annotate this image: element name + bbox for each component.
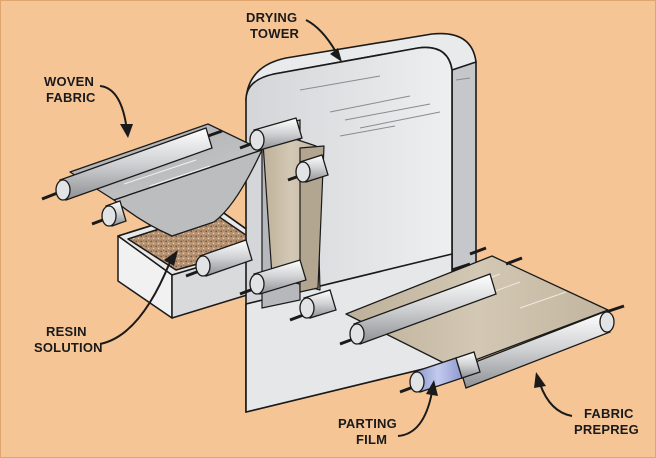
roller-tower-mid [287, 154, 329, 183]
label-parting-film-line2: FILM [356, 432, 387, 447]
label-woven-fabric-line1: WOVEN [44, 74, 94, 89]
label-drying-tower-line1: DRYING [246, 10, 297, 25]
roller-prepreg-end [459, 256, 625, 389]
resin-tank [117, 205, 271, 319]
arrowhead-parting-film [426, 380, 438, 396]
label-woven-fabric-line2: FABRIC [46, 90, 96, 105]
roller-tower-bottom-left [239, 259, 307, 296]
leader-parting-film [397, 391, 433, 437]
roller-tower-bottom-mid [289, 289, 337, 322]
tower-highlights [299, 75, 471, 137]
parting-film-roll [399, 351, 481, 394]
label-fabric-prepreg-line2: PREPREG [574, 422, 639, 437]
label-parting-film-line1: PARTING [338, 416, 397, 431]
label-parting-film: PARTING FILM [338, 416, 397, 447]
leader-fabric-prepreg [539, 383, 573, 417]
arrowhead-drying-tower [330, 48, 342, 62]
arrowhead-woven-fabric [120, 124, 133, 138]
roller-woven-feed [41, 127, 223, 201]
leader-woven-fabric [99, 85, 127, 125]
roller-prepreg-front [339, 273, 497, 346]
label-drying-tower: DRYING TOWER [246, 10, 300, 41]
label-fabric-prepreg-line1: FABRIC [584, 406, 634, 421]
label-fabric-prepreg: FABRIC PREPREG [574, 406, 639, 437]
tower-axles [451, 246, 487, 272]
roller-tower-top [239, 117, 303, 151]
arrowhead-fabric-prepreg [534, 372, 546, 388]
roller-tank-dip [185, 239, 253, 278]
label-woven-fabric: WOVEN FABRIC [44, 74, 96, 105]
leader-drying-tower [305, 19, 337, 53]
roller-tank-upper [91, 200, 127, 227]
leader-resin-solution [99, 261, 171, 345]
label-resin-solution-line2: SOLUTION [34, 340, 103, 355]
label-resin-solution-line1: RESIN [46, 324, 87, 339]
arrowhead-resin-solution [164, 250, 178, 266]
label-drying-tower-line2: TOWER [250, 26, 300, 41]
label-resin-solution: RESIN SOLUTION [34, 324, 103, 355]
